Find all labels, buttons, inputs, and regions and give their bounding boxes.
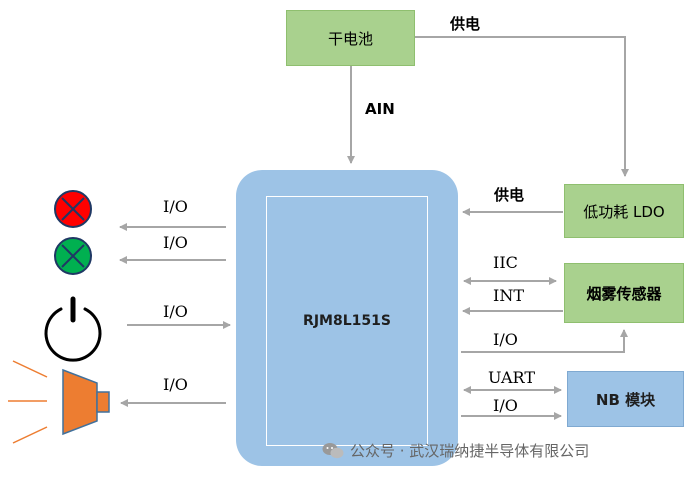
nb-module-block: NB 模块 [567, 371, 684, 427]
speaker-icon [8, 360, 110, 444]
io-label-green-led: I/O [163, 233, 188, 252]
smoke-sensor-label: 烟雾传感器 [586, 284, 662, 303]
mcu-core: RJM8L151S [266, 196, 428, 446]
power-button-icon [44, 296, 102, 362]
watermark-text: 公众号 · 武汉瑞纳捷半导体有限公司 [350, 442, 590, 460]
io-label-sensor: I/O [493, 330, 518, 349]
watermark: 公众号 · 武汉瑞纳捷半导体有限公司 [322, 440, 589, 461]
io-arrow-sensor [461, 329, 628, 353]
green-led-icon [54, 237, 92, 275]
wechat-icon [322, 442, 344, 458]
int-label: INT [493, 286, 524, 305]
red-led-icon [54, 190, 92, 228]
uart-label: UART [488, 368, 535, 387]
ldo-block: 低功耗 LDO [564, 184, 684, 238]
io-label-button: I/O [163, 302, 188, 321]
ain-label: AIN [365, 100, 395, 118]
battery-block: 干电池 [286, 10, 415, 66]
smoke-sensor-block: 烟雾传感器 [564, 263, 684, 323]
mcu-chip [236, 170, 458, 466]
io-label-speaker: I/O [163, 375, 188, 394]
io-label-red-led: I/O [163, 197, 188, 216]
ldo-label: 低功耗 LDO [583, 202, 665, 221]
battery-label: 干电池 [327, 29, 373, 48]
io-label-nb: I/O [493, 396, 518, 415]
iic-label: IIC [493, 253, 518, 272]
power-arrow-battery-ldo [415, 36, 629, 177]
mcu-label: RJM8L151S [303, 313, 391, 329]
nb-module-label: NB 模块 [595, 390, 656, 409]
power-label-mcu: 供电 [494, 186, 525, 204]
power-label-top: 供电 [450, 15, 481, 33]
